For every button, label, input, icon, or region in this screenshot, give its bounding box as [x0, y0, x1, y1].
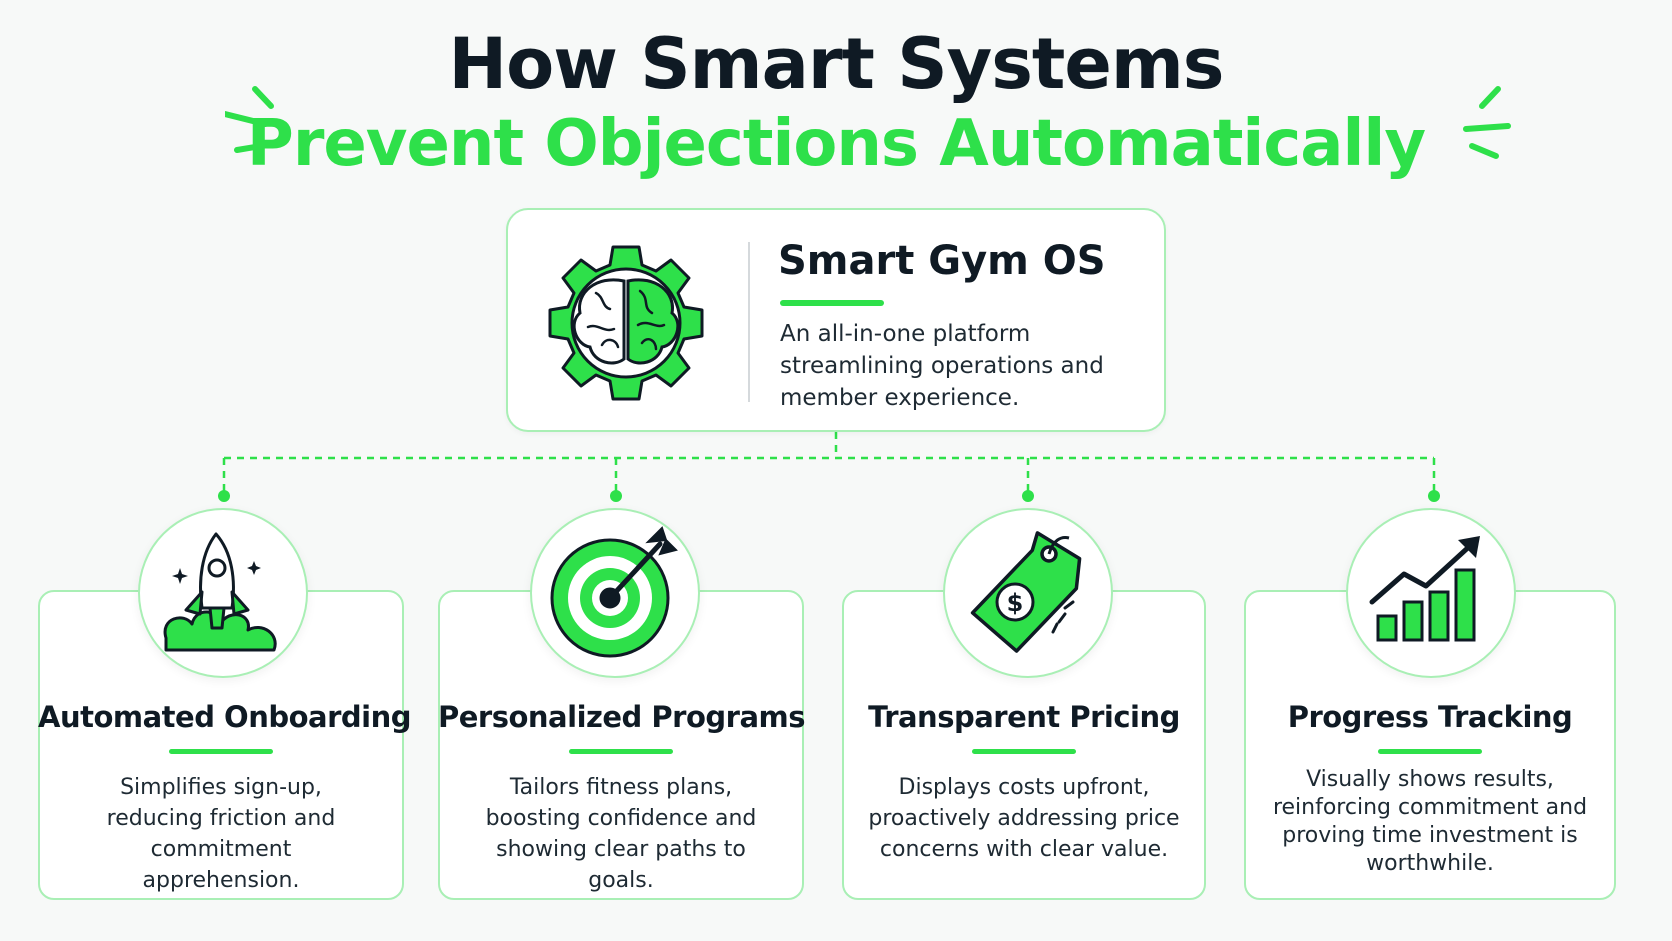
emphasis-lines-left-icon [225, 86, 274, 153]
feature-underline [169, 749, 273, 754]
feature-title-transparent-pricing: Transparent Pricing [868, 700, 1180, 734]
hub-title: Smart Gym OS [778, 238, 1106, 284]
page-subtitle: Prevent Objections Automatically [246, 107, 1426, 181]
page-title: How Smart Systems [448, 23, 1225, 105]
feature-underline [569, 749, 673, 754]
hub-card: Smart Gym OS An all-in-one platform stre… [506, 208, 1166, 432]
growth-chart-badge [1346, 508, 1516, 678]
feature-underline [972, 749, 1076, 754]
target-arrow-icon [550, 526, 678, 658]
hub-description: An all-in-one platform streamlining oper… [780, 321, 1104, 411]
feature-underline [1378, 749, 1482, 754]
feature-description-automated-onboarding: Simplifies sign-up, reducing friction an… [106, 775, 336, 893]
feature-title-progress-tracking: Progress Tracking [1287, 700, 1573, 734]
emphasis-lines-right-icon [1463, 86, 1511, 159]
hub-divider [748, 242, 750, 402]
brain-gear-icon [548, 245, 704, 401]
rocket-icon [163, 532, 277, 652]
rocket-badge [138, 508, 308, 678]
svg-text:$: $ [1007, 589, 1024, 617]
target-badge [530, 508, 700, 678]
feature-title-automated-onboarding: Automated Onboarding [38, 700, 412, 734]
feature-title-personalized-programs: Personalized Programs [438, 700, 806, 734]
feature-description-transparent-pricing: Displays costs upfront, proactively addr… [868, 775, 1180, 862]
feature-description-progress-tracking: Visually shows results, reinforcing comm… [1272, 767, 1588, 876]
price-tag-icon: $ [970, 531, 1082, 653]
price-tag-badge: $ [943, 508, 1113, 678]
hub-title-underline [780, 300, 884, 306]
growth-chart-icon [1369, 536, 1480, 642]
feature-description-personalized-programs: Tailors fitness plans, boosting confiden… [485, 775, 757, 893]
